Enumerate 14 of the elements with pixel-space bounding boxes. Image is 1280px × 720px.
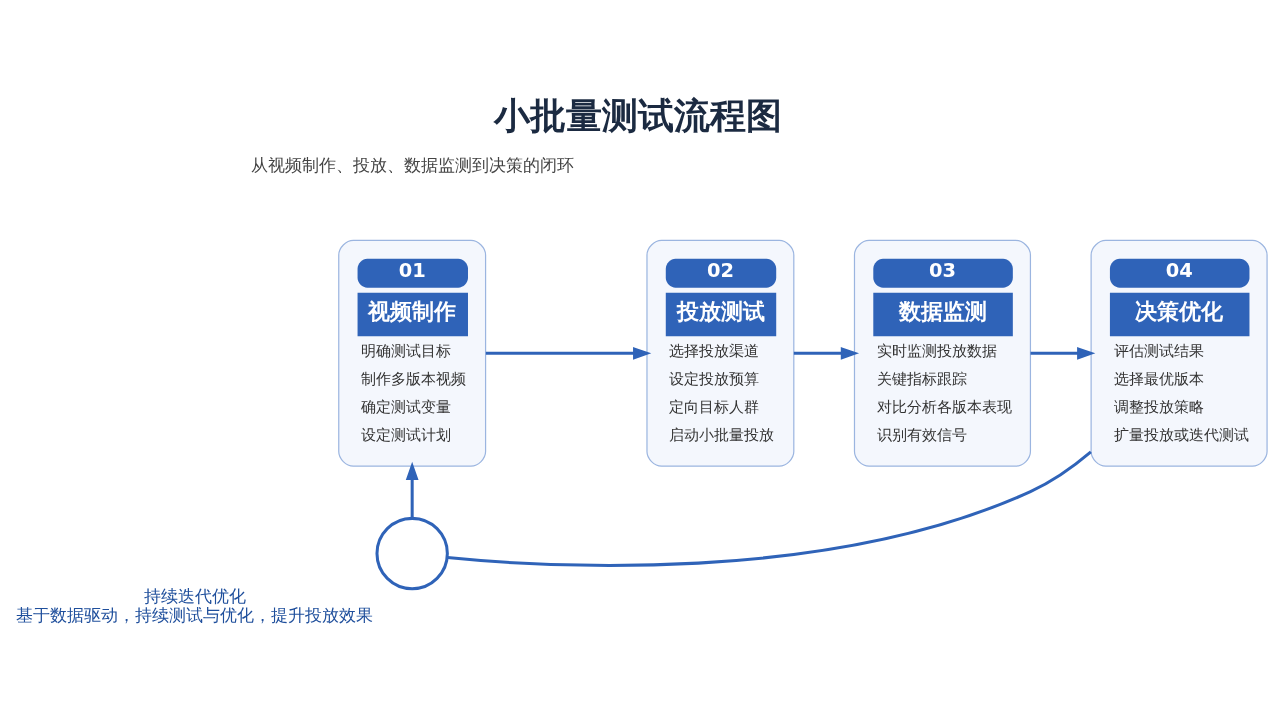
diagram-title: 小批量测试流程图	[493, 93, 782, 137]
node-box: 01 视频制作 明确测试目标 制作多版本视频 确定测试变量 设定测试计划	[338, 239, 487, 467]
node-box: 03 数据监测 实时监测投放数据 关键指标跟踪 对比分析各版本表现 识别有效信号	[853, 239, 1032, 467]
label: 从视频制作、投放、数据监测到决策的闭环	[250, 154, 574, 175]
node-box: 02 投放测试 选择投放渠道 设定投放预算 定向目标人群 启动小批量投放	[646, 239, 795, 467]
node-circle	[375, 516, 449, 591]
node-label: 持续迭代优化	[143, 586, 246, 607]
node-label: 基于数据驱动，持续测试与优化，提升投放效果	[16, 604, 374, 625]
arrow	[405, 461, 419, 519]
arrow	[1030, 346, 1096, 360]
arrow	[485, 346, 652, 360]
connector	[447, 450, 1092, 567]
node-box: 04 决策优化 评估测试结果 选择最优版本 调整投放策略 扩量投放或迭代测试	[1090, 239, 1268, 467]
arrow	[793, 346, 860, 360]
